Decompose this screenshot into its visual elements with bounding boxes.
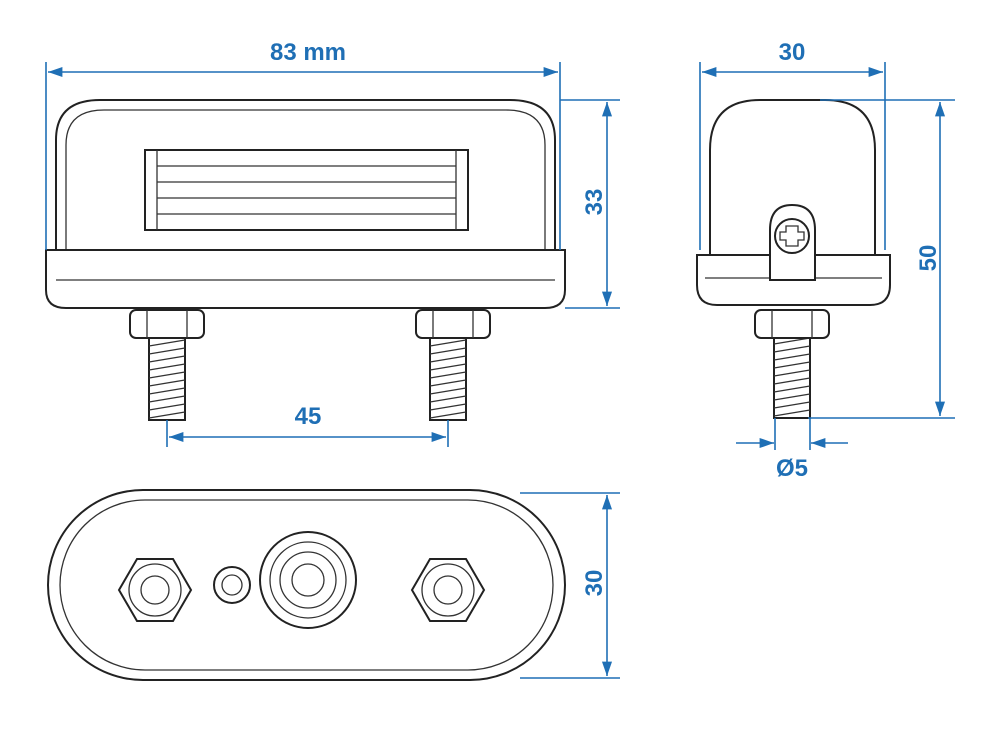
phillips-icon (779, 225, 805, 247)
bolt-left (148, 337, 186, 421)
dim-side-height: 50 (915, 245, 942, 272)
dim-front-width: 83 mm (270, 39, 346, 66)
base (45, 249, 566, 309)
front-view (45, 99, 566, 421)
side-view (696, 99, 891, 419)
dim-bottom-width: 30 (581, 570, 608, 597)
dim-front-height: 33 (581, 189, 608, 216)
lens (144, 149, 469, 231)
dim-bolt-diameter: Ø5 (776, 455, 808, 482)
bottom-view (47, 489, 566, 681)
screw-head (774, 218, 810, 254)
nut-right (415, 309, 491, 339)
bottom-dimensions (520, 492, 620, 679)
side-dimensions (699, 62, 955, 450)
nut-left (129, 309, 205, 339)
front-dimensions (45, 62, 620, 447)
dim-bolt-spacing: 45 (295, 403, 322, 430)
dim-side-width: 30 (779, 39, 806, 66)
bolt-right (429, 337, 467, 421)
